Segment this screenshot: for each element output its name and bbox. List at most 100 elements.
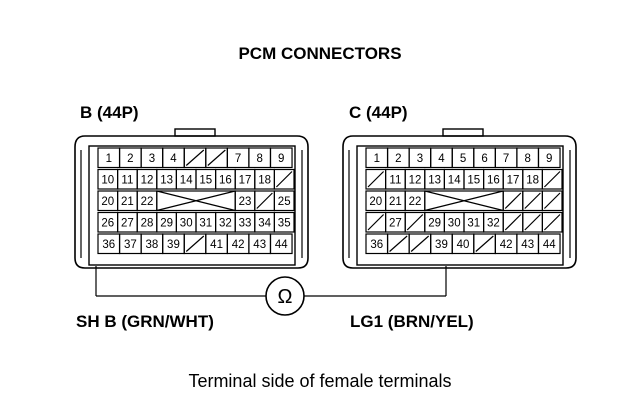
wire-label-sh-b: SH B (GRN/WHT) (76, 312, 214, 331)
terminal-number: 2 (127, 153, 133, 165)
terminal-number: 36 (370, 239, 383, 251)
terminal-number: 44 (275, 239, 288, 251)
terminal-number: 22 (409, 196, 422, 208)
terminal-number: 7 (503, 153, 509, 165)
blank-cross-line (156, 190, 236, 212)
terminal-number: 33 (239, 218, 252, 230)
blank-terminal-slash (367, 214, 385, 231)
terminal-number: 8 (256, 153, 262, 165)
terminal-number: 20 (369, 196, 382, 208)
terminal-number: 27 (121, 218, 134, 230)
terminal-number: 21 (121, 196, 134, 208)
terminal-number: 16 (219, 175, 232, 187)
terminal-cell (273, 168, 295, 190)
connector-c-label: C (44P) (349, 103, 408, 122)
terminal-number: 41 (210, 239, 223, 251)
terminal-number: 18 (258, 175, 271, 187)
terminal-number: 35 (278, 218, 291, 230)
terminal-number: 29 (428, 218, 441, 230)
terminal-number: 12 (409, 175, 422, 187)
connector-c-body (356, 145, 564, 266)
blank-terminal-slash (475, 235, 494, 252)
terminal-number: 18 (526, 175, 539, 187)
blank-terminal-slash (406, 214, 424, 231)
connector-b-latch (174, 128, 216, 137)
blank-terminal-slash (524, 214, 541, 231)
terminal-number: 14 (180, 175, 193, 187)
terminal-number: 27 (389, 218, 402, 230)
blank-terminal-slash (185, 149, 205, 166)
terminal-number: 11 (389, 175, 401, 187)
terminal-number: 29 (160, 218, 173, 230)
terminal-number: 38 (146, 239, 159, 251)
terminal-number: 25 (278, 196, 291, 208)
terminal-number: 5 (460, 153, 466, 165)
blank-terminal-slash (504, 192, 522, 209)
terminal-side-caption: Terminal side of female terminals (188, 371, 452, 391)
terminal-number: 34 (258, 218, 271, 230)
terminal-number: 12 (141, 175, 154, 187)
terminal-number: 23 (239, 196, 252, 208)
terminal-number: 3 (149, 153, 155, 165)
terminal-number: 42 (500, 239, 513, 251)
terminal-cell (269, 147, 293, 169)
terminal-cell (273, 211, 295, 233)
blank-terminal-slash (185, 235, 205, 252)
terminal-number: 7 (235, 153, 241, 165)
ohm-symbol: Ω (278, 286, 293, 308)
terminal-number: 13 (428, 175, 441, 187)
terminal-number: 1 (106, 153, 112, 165)
connector-b-housing (74, 135, 309, 269)
terminal-number: 9 (546, 153, 552, 165)
connector-c-latch (442, 128, 484, 137)
terminal-number: 39 (167, 239, 180, 251)
blank-terminal-slash (389, 235, 408, 252)
terminal-number: 28 (141, 218, 154, 230)
blank-terminal-slash (275, 171, 293, 188)
wire-label-lg1: LG1 (BRN/YEL) (350, 312, 474, 331)
terminal-number: 13 (160, 175, 173, 187)
terminal-cell (537, 233, 561, 255)
terminal-number: 31 (199, 218, 212, 230)
terminal-number: 9 (278, 153, 284, 165)
terminal-number: 15 (199, 175, 212, 187)
terminal-cell (537, 147, 561, 169)
terminal-number: 39 (435, 239, 448, 251)
terminal-number: 11 (121, 175, 133, 187)
terminal-cell (541, 190, 563, 212)
blank-cross-line (424, 190, 504, 212)
terminal-cell (273, 190, 295, 212)
connector-c-housing (342, 135, 577, 269)
terminal-number: 37 (124, 239, 137, 251)
blank-terminal-slash (256, 192, 273, 209)
terminal-number: 43 (521, 239, 534, 251)
terminal-number: 22 (141, 196, 154, 208)
blank-terminal-slash (543, 171, 561, 188)
terminal-number: 10 (101, 175, 114, 187)
terminal-cell (541, 211, 563, 233)
terminal-number: 30 (448, 218, 461, 230)
diagram-title: PCM CONNECTORS (238, 44, 402, 63)
terminal-number: 30 (180, 218, 193, 230)
terminal-number: 43 (253, 239, 266, 251)
terminal-number: 15 (467, 175, 480, 187)
terminal-number: 8 (524, 153, 530, 165)
blank-terminal-slash (410, 235, 430, 252)
terminal-number: 21 (389, 196, 402, 208)
blank-terminal-slash (524, 192, 541, 209)
terminal-number: 32 (219, 218, 232, 230)
terminal-number: 4 (170, 153, 177, 165)
terminal-number: 44 (543, 239, 556, 251)
terminal-number: 16 (487, 175, 500, 187)
terminal-number: 42 (232, 239, 245, 251)
terminal-number: 40 (457, 239, 470, 251)
blank-terminal-slash (543, 192, 561, 209)
connector-b-body (88, 145, 296, 266)
connector-b-label: B (44P) (80, 103, 139, 122)
blank-terminal-slash (207, 149, 226, 166)
terminal-number: 2 (395, 153, 401, 165)
terminal-number: 4 (438, 153, 445, 165)
terminal-cell (541, 168, 563, 190)
